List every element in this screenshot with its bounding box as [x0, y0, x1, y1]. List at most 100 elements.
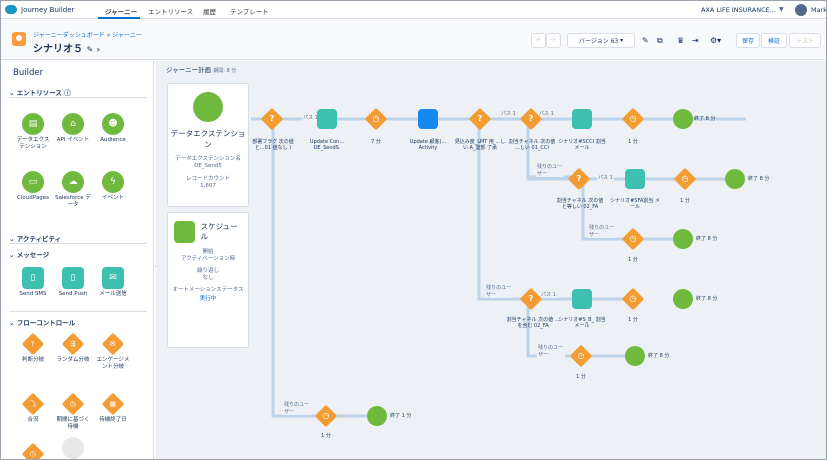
undo-button[interactable]: ↶: [531, 33, 546, 48]
palette-label: Send SMS: [19, 291, 47, 297]
save-button[interactable]: 保存: [736, 33, 760, 48]
email-node[interactable]: [572, 289, 592, 309]
exit-icon[interactable]: ⇥: [692, 36, 699, 45]
palette-cloudpages[interactable]: ▭CloudPages: [15, 171, 51, 202]
exit-node[interactable]: [625, 346, 645, 366]
email-icon: ✉: [102, 267, 124, 289]
user-name[interactable]: Mark: [811, 6, 827, 14]
section-activities[interactable]: ⌄ アクティビティ: [9, 233, 61, 243]
subsection-flow-control[interactable]: ⌄ フローコントロール: [9, 317, 75, 327]
palette-join[interactable]: ⤵合流: [15, 392, 51, 424]
node-label: 割当チャネル 次の値と等しい 02_FA: [556, 198, 604, 210]
automation-status-value[interactable]: 実行中: [199, 296, 217, 302]
api-icon: ⌂: [62, 113, 84, 135]
subsection-messages[interactable]: ⌄ メッセージ: [9, 249, 49, 259]
exit-node[interactable]: [673, 229, 693, 249]
path-label: パス 1: [540, 291, 557, 298]
palette-random-split[interactable]: ⇶ランダム分岐: [55, 332, 91, 364]
account-switcher[interactable]: AXA LIFE INSURANCE...: [701, 6, 776, 14]
schedule-repeat-label: 繰り返し: [196, 268, 219, 274]
palette-audience[interactable]: ☻Audience: [95, 113, 131, 144]
page-title: シナリオ５ ✎ ›: [33, 40, 100, 55]
palette-label: 合流: [27, 417, 39, 423]
tab-history[interactable]: 履歴: [203, 8, 216, 16]
chevron-right-icon[interactable]: ›: [96, 45, 100, 54]
table-icon: [193, 92, 223, 122]
redo-button[interactable]: ↷: [546, 33, 561, 48]
palette-salesforce-data[interactable]: ☁Salesforce データ: [55, 171, 91, 209]
palette-send-email[interactable]: ✉ メール送信: [95, 267, 131, 298]
palette-wait-by-duration[interactable]: ◷期間に基づく待機: [55, 392, 91, 431]
update-contact-node[interactable]: [317, 109, 337, 129]
chevron-down-icon: ⌄: [9, 89, 15, 97]
section-entry-sources[interactable]: ⌄ エントリソース ⓘ: [9, 87, 71, 97]
path-label: パス 1: [500, 110, 517, 117]
chevron-down-icon: ▾: [620, 37, 624, 44]
node-label: Update Con... DE_SendS.: [309, 139, 345, 151]
info-icon[interactable]: ⓘ: [64, 89, 71, 97]
palette-send-push[interactable]: ▯Send Push: [55, 267, 91, 298]
gear-icon[interactable]: ⚙▾: [710, 36, 722, 45]
palette-label: データエクステンション: [16, 137, 50, 150]
email-node[interactable]: [625, 169, 645, 189]
copy-icon[interactable]: ⧉: [657, 36, 663, 45]
node-label: 終了 8 分: [696, 236, 718, 242]
clock-icon: ◷: [61, 392, 85, 416]
version-label: バージョン 63: [578, 38, 619, 45]
calendar-icon: [174, 221, 195, 243]
chevron-down-icon[interactable]: ▼: [779, 6, 784, 13]
entry-card-data-extension[interactable]: データエクステンション データエクステンション名 DE_Send5 レコードカウ…: [167, 83, 249, 207]
remaining-users-label: 残りのユーザー: [537, 344, 565, 358]
exit-node[interactable]: [725, 169, 745, 189]
node-label: 終了 8 分: [648, 353, 670, 359]
avatar[interactable]: [795, 4, 807, 16]
path-label: パス 1: [538, 110, 555, 117]
entry-card-de-name: DE_Send5: [194, 163, 222, 169]
tab-templates[interactable]: テンプレート: [230, 8, 269, 16]
exit-node[interactable]: [673, 109, 693, 129]
cloudpages-icon: ▭: [22, 171, 44, 193]
undo-icon: ↶: [535, 37, 542, 44]
palette-engagement-split[interactable]: ✉エンゲージメント分岐: [95, 332, 131, 371]
remaining-users-label: 残りのユーザー: [283, 401, 311, 415]
builder-panel: Builder ⌄ エントリソース ⓘ ▤データエクステンション ⌂ API イベ…: [1, 61, 154, 459]
palette-more-1[interactable]: ◷: [15, 442, 51, 459]
palette-einstein[interactable]: [55, 437, 91, 459]
email-node[interactable]: [572, 109, 592, 129]
palette-label: メール送信: [99, 291, 127, 297]
builder-title: Builder: [13, 68, 44, 78]
edit-icon[interactable]: ✎: [86, 45, 94, 54]
tab-journeys[interactable]: ジャーニー: [105, 8, 138, 16]
node-label: 1 分: [628, 317, 638, 323]
journey-canvas[interactable]: [156, 61, 826, 459]
palette-label: API イベント: [56, 137, 90, 143]
schedule-card-title: スケジュール: [200, 222, 238, 241]
validate-button[interactable]: 検証: [761, 33, 787, 48]
salesforce-update-node[interactable]: [418, 109, 438, 129]
schedule-card-header: スケジュール: [168, 213, 248, 243]
tab-entry-sources[interactable]: エントリソース: [148, 8, 194, 16]
palette-label: Audience: [100, 137, 126, 143]
trophy-icon[interactable]: ♛: [677, 36, 685, 45]
palette-send-sms[interactable]: ▯Send SMS: [15, 267, 51, 298]
exit-node[interactable]: [367, 406, 387, 426]
version-select[interactable]: バージョン 63 ▾: [567, 33, 635, 48]
divider: [9, 311, 147, 312]
canvas-title: ジャーニー計画 期間: 8 分: [166, 64, 236, 74]
palette-label: Salesforce データ: [55, 195, 91, 208]
pencil-icon[interactable]: ✎: [642, 36, 649, 45]
palette-decision-split[interactable]: ?判断分岐: [15, 332, 51, 364]
palette-wait-until-date[interactable]: ▦待機終了日: [95, 392, 131, 424]
entry-card-count: 1,607: [200, 183, 216, 189]
palette-data-extension[interactable]: ▤データエクステンション: [15, 113, 51, 151]
exit-node[interactable]: [673, 289, 693, 309]
remaining-users-label: 残りのユーザー: [588, 224, 616, 238]
breadcrumb[interactable]: ジャーニーダッシュボード » ジャーニー: [33, 32, 142, 39]
lightning-icon: ϟ: [102, 171, 124, 193]
node-label: 割当チャネル 次の値 ...を含む 02_FA: [506, 317, 560, 329]
schedule-card[interactable]: スケジュール 開始 アクティベーション時 繰り返し なし オートメーションステー…: [167, 212, 249, 348]
palette-api-event[interactable]: ⌂ API イベント: [55, 113, 91, 144]
test-button[interactable]: テスト: [789, 33, 821, 48]
